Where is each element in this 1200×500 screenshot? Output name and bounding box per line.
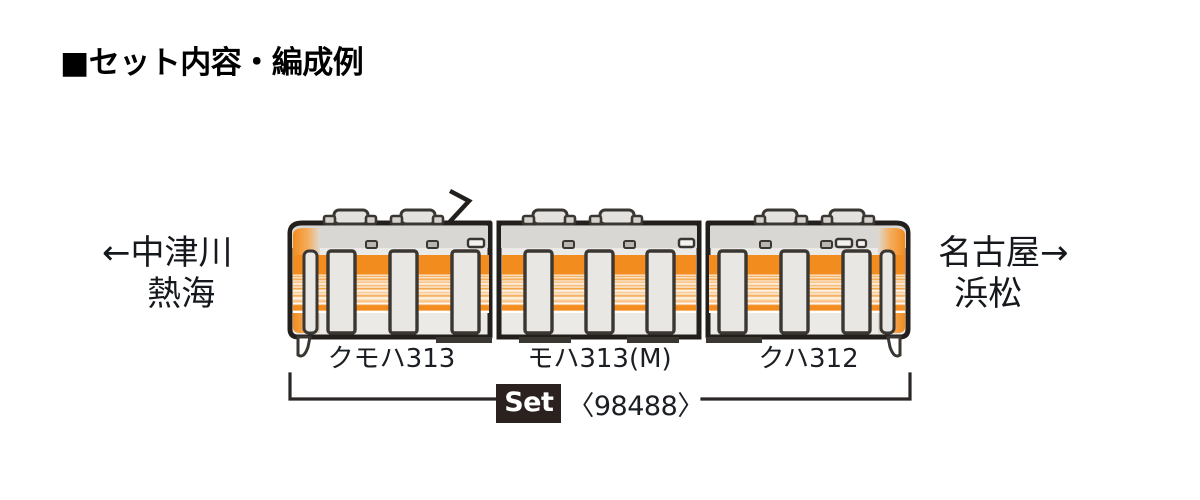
train-car-kumoha313 (290, 188, 492, 356)
direction-right-line1: 名古屋→ (938, 233, 1069, 273)
train-car-kuha312 (706, 210, 908, 356)
direction-right-line2: 浜松 (954, 274, 1023, 315)
page-title: ■セット内容・編成例 (60, 45, 364, 81)
train-car-moha313 (499, 210, 699, 343)
direction-left-line1: ←中津川 (102, 233, 233, 273)
pantograph-icon (440, 188, 473, 232)
car-label-kumoha313: クモハ313 (327, 344, 456, 374)
set-identifier: Set 〈98488〉 (0, 384, 1200, 423)
set-extent-bracket (288, 372, 912, 401)
direction-left-line2: 熱海 (147, 274, 216, 315)
direction-label-left: ←中津川 熱海 (102, 233, 233, 316)
direction-label-right: 名古屋→ 浜松 (938, 233, 1069, 316)
car-label-moha313: モハ313(M) (527, 344, 672, 374)
car-label-kuha312: クハ312 (758, 344, 859, 374)
set-product-code: 〈98488〉 (567, 391, 704, 422)
set-badge: Set (496, 384, 562, 423)
